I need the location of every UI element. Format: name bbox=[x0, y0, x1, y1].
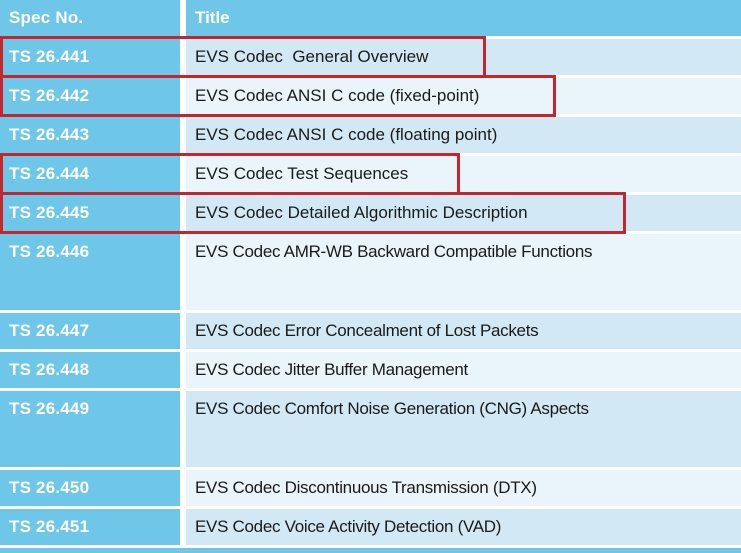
title-cell: EVS Codec Voice Activity Detection (VAD) bbox=[186, 509, 741, 545]
title-cell: EVS Codec General Overview bbox=[186, 39, 741, 75]
title-cell: EVS Codec Error Concealment of Lost Pack… bbox=[186, 313, 741, 349]
spec-cell: TS 26.444 bbox=[0, 156, 180, 192]
title-cell: EVS Codec Comfort Noise Generation (CNG)… bbox=[186, 391, 741, 467]
title-cell: EVS Codec Discontinuous Transmission (DT… bbox=[186, 470, 741, 506]
table-row: TS 26.448 EVS Codec Jitter Buffer Manage… bbox=[0, 352, 741, 388]
title-cell: EVS Codec Detailed Algorithmic Descripti… bbox=[186, 195, 741, 231]
column-header-title: Title bbox=[186, 0, 741, 36]
table-row: TS 26.442 EVS Codec ANSI C code (fixed-p… bbox=[0, 75, 741, 117]
spec-cell: TS 26.449 bbox=[0, 391, 180, 467]
spec-cell: TS 26.442 bbox=[0, 78, 180, 114]
table-row: TS 26.443 EVS Codec ANSI C code (floatin… bbox=[0, 117, 741, 153]
table-header-row: Spec No. Title bbox=[0, 0, 741, 36]
title-cell: EVS Codec Jitter Buffer Management bbox=[186, 352, 741, 388]
table-row: TS 26.450 EVS Codec Discontinuous Transm… bbox=[0, 470, 741, 506]
spec-cell: TS 26.447 bbox=[0, 313, 180, 349]
table-row: TS 26.445 EVS Codec Detailed Algorithmic… bbox=[0, 192, 741, 234]
spec-cell: TS 26.451 bbox=[0, 509, 180, 545]
spec-cell: TS 26.445 bbox=[0, 195, 180, 231]
table-row: TS 26.447 EVS Codec Error Concealment of… bbox=[0, 313, 741, 349]
column-header-spec-no: Spec No. bbox=[0, 0, 180, 36]
title-cell: EVS Codec Test Sequences bbox=[186, 156, 741, 192]
spec-cell: TS 26.448 bbox=[0, 352, 180, 388]
table-row: TS 26.449 EVS Codec Comfort Noise Genera… bbox=[0, 391, 741, 467]
table-row: TS 26.444 EVS Codec Test Sequences bbox=[0, 153, 741, 195]
table-row: TS 26.451 EVS Codec Voice Activity Detec… bbox=[0, 509, 741, 545]
table-row: TS 26.441 EVS Codec General Overview bbox=[0, 36, 741, 78]
title-cell: EVS Codec ANSI C code (fixed-point) bbox=[186, 78, 741, 114]
title-cell: EVS Codec ANSI C code (floating point) bbox=[186, 117, 741, 153]
spec-cell: TS 26.443 bbox=[0, 117, 180, 153]
spec-cell: TS 26.450 bbox=[0, 470, 180, 506]
title-cell: EVS Codec AMR-WB Backward Compatible Fun… bbox=[186, 234, 741, 310]
partial-next-row bbox=[0, 548, 741, 553]
spec-cell: TS 26.446 bbox=[0, 234, 180, 310]
spec-cell: TS 26.441 bbox=[0, 39, 180, 75]
table-row: TS 26.446 EVS Codec AMR-WB Backward Comp… bbox=[0, 234, 741, 310]
